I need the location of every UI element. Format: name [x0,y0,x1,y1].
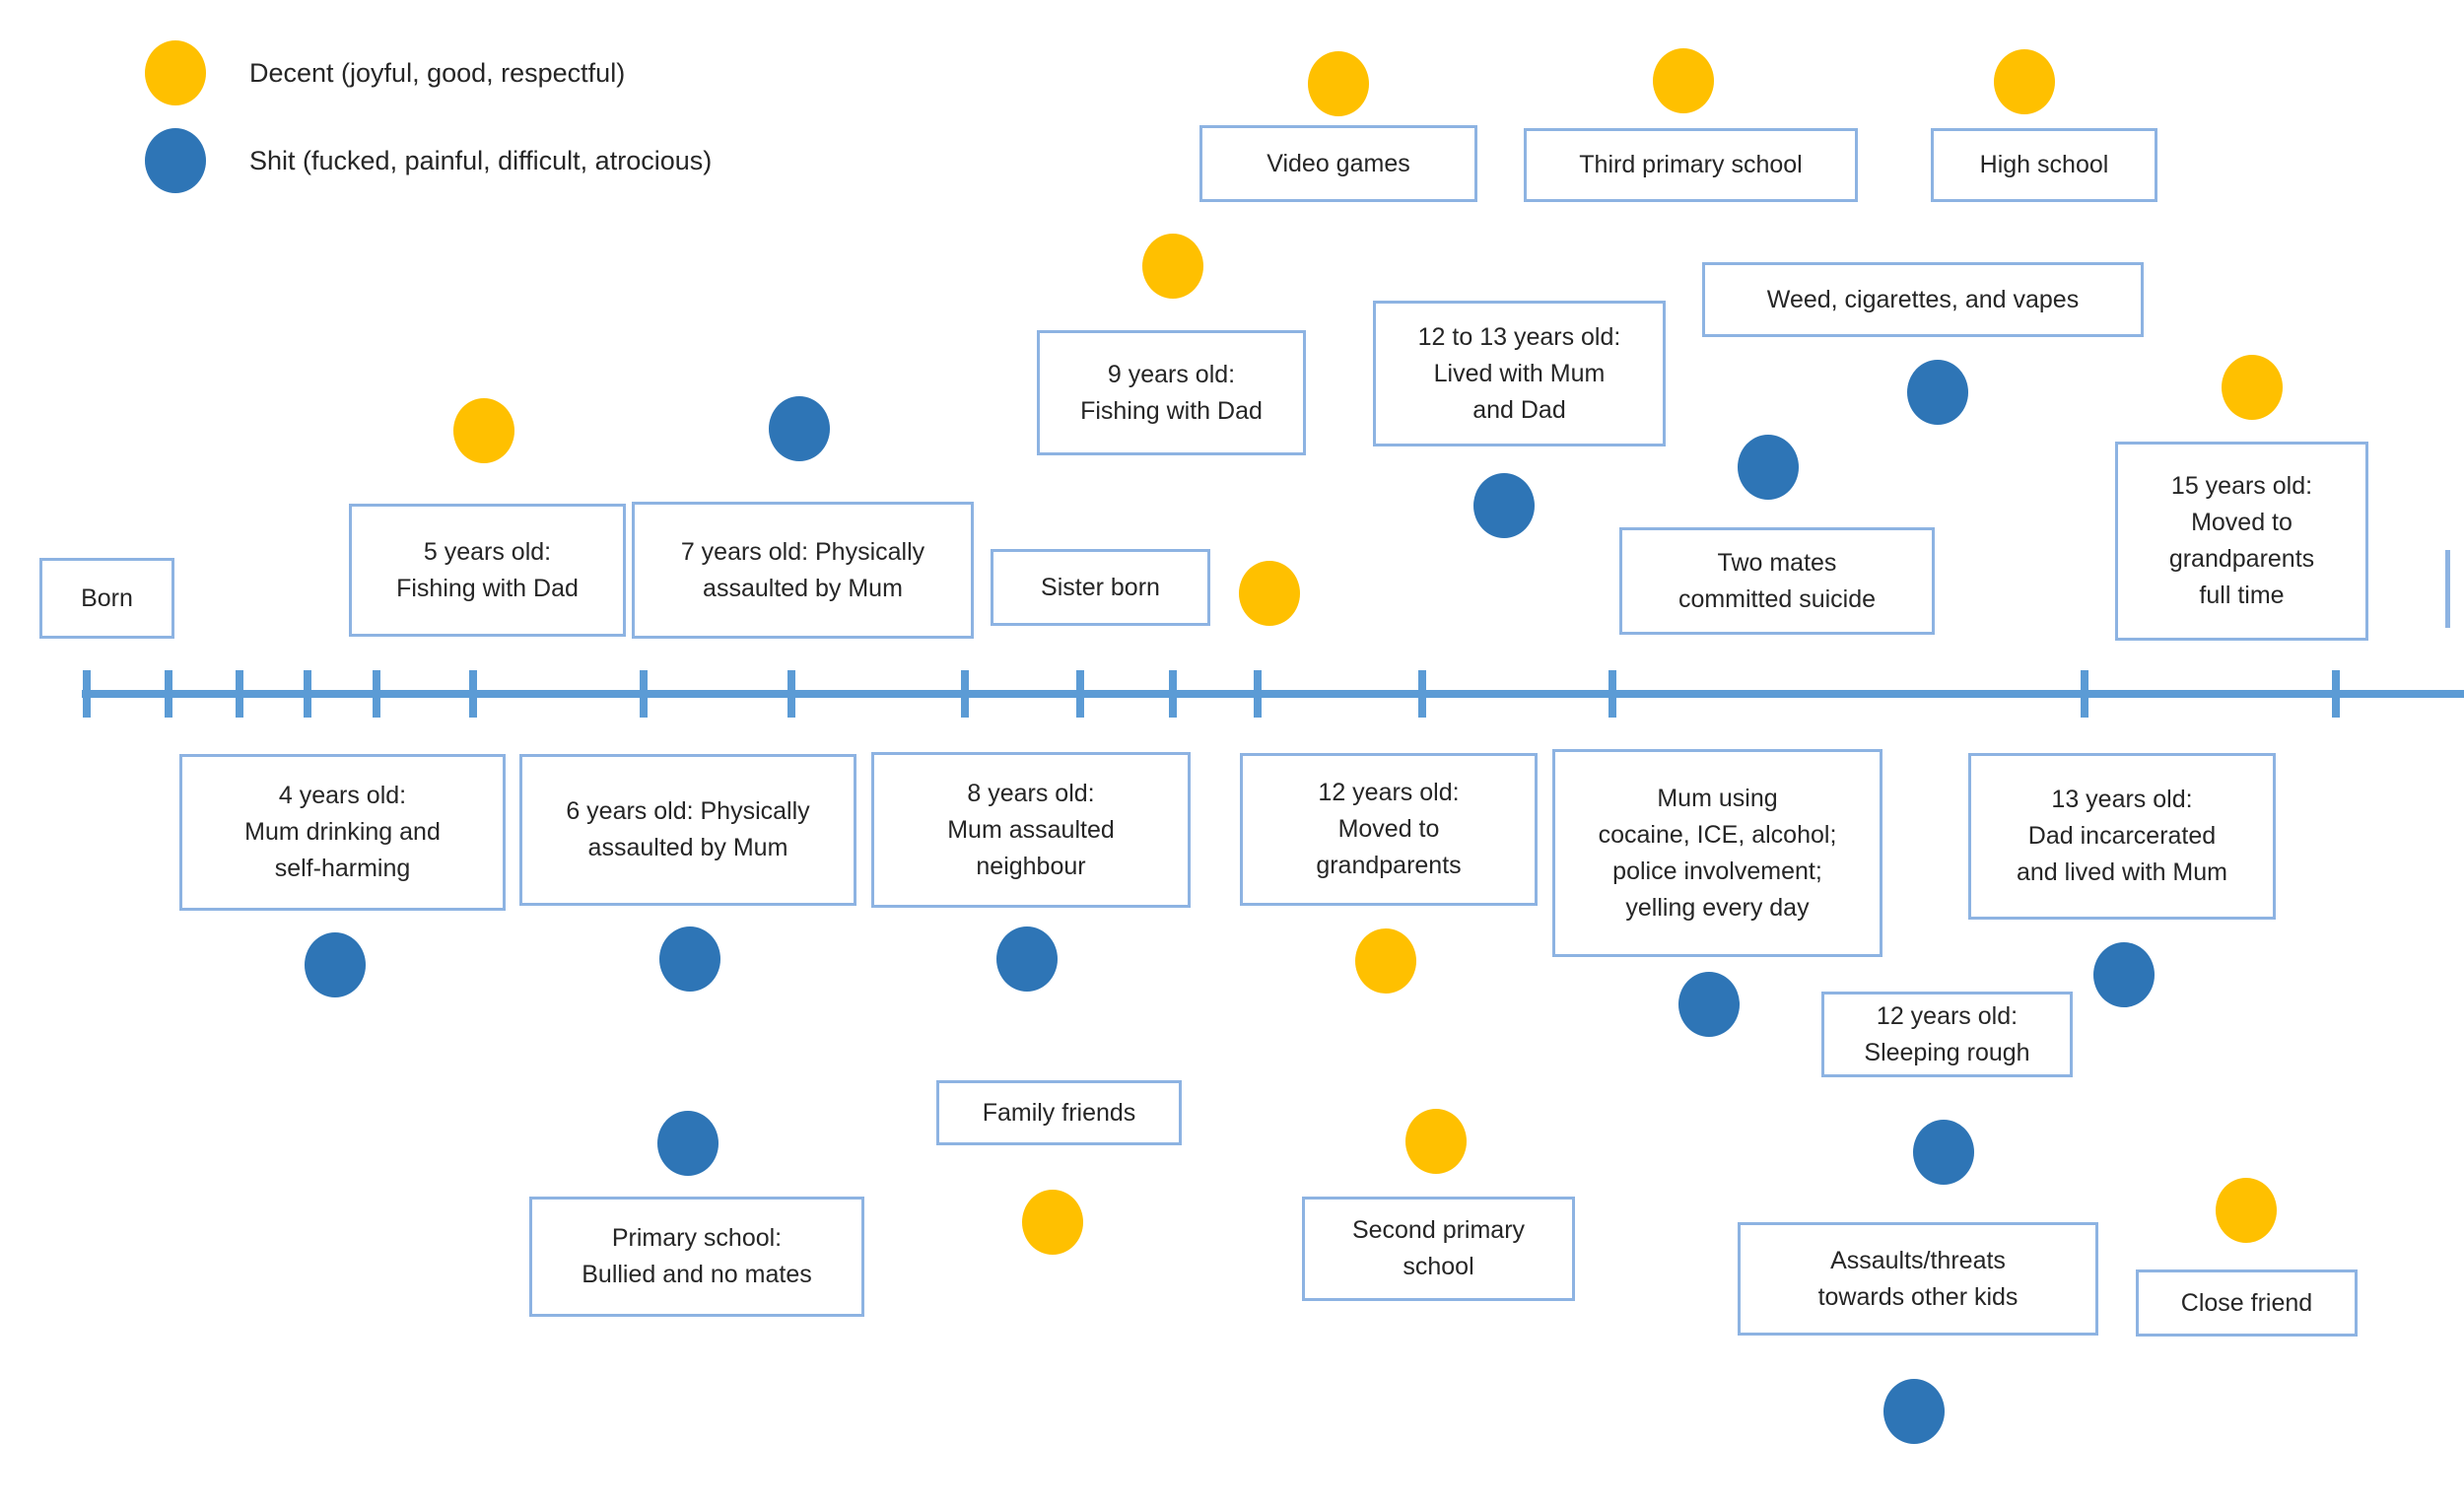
event-box-five-years: 5 years old: Fishing with Dad [349,504,626,637]
six-years-shit-dot [659,926,720,992]
close-friend-decent-dot [2216,1178,2277,1243]
event-box-primary-school: Primary school: Bullied and no mates [529,1197,864,1317]
timeline-axis [82,690,2464,698]
decent-dot-icon [145,40,206,105]
weed-shit-dot [1907,360,1968,425]
event-box-nine-years: 9 years old: Fishing with Dad [1037,330,1306,455]
axis-tick-1 [165,670,172,718]
legend-item-decent: Decent (joyful, good, respectful) [145,40,625,105]
second-primary-decent-dot [1405,1109,1467,1174]
primary-school-shit-dot [657,1111,719,1176]
axis-tick-10 [1169,670,1177,718]
axis-tick-3 [304,670,311,718]
event-box-fifteen-years: 15 years old: Moved to grandparents full… [2115,442,2368,641]
event-box-twelve-moved: 12 years old: Moved to grandparents [1240,753,1538,906]
axis-tick-5 [469,670,477,718]
event-box-six-years: 6 years old: Physically assaulted by Mum [519,754,856,906]
axis-tick-7 [787,670,795,718]
legend-item-shit: Shit (fucked, painful, difficult, atroci… [145,128,712,193]
shit-dot-icon [145,128,206,193]
sleeping-rough-shit-dot [1913,1120,1974,1185]
axis-tick-13 [1608,670,1616,718]
family-friends-decent-dot [1022,1190,1083,1255]
axis-tick-4 [373,670,380,718]
sister-born-decent-dot [1239,561,1300,626]
two-mates-shit-dot [1738,435,1799,500]
high-school-decent-dot [1994,49,2055,114]
axis-tick-11 [1254,670,1262,718]
axis-tick-15 [2332,670,2340,718]
event-box-assaults: Assaults/threats towards other kids [1738,1222,2098,1336]
thirteen-years-shit-dot [2093,942,2155,1007]
assaults-shit-dot [1883,1379,1945,1444]
axis-tick-6 [640,670,648,718]
axis-tick-2 [236,670,243,718]
event-box-twelve-thirteen: 12 to 13 years old: Lived with Mum and D… [1373,301,1666,446]
event-box-seven-years: 7 years old: Physically assaulted by Mum [632,502,974,639]
event-box-two-mates: Two mates committed suicide [1619,527,1935,635]
event-box-third-primary: Third primary school [1524,128,1858,202]
event-box-four-years: 4 years old: Mum drinking and self-harmi… [179,754,506,911]
event-box-sleeping-rough: 12 years old: Sleeping rough [1821,992,2073,1077]
five-years-decent-dot [453,398,514,463]
axis-tick-0 [83,670,91,718]
event-box-born: Born [39,558,174,639]
event-box-close-friend: Close friend [2136,1269,2358,1337]
eight-years-shit-dot [996,926,1058,992]
event-box-eight-years: 8 years old: Mum assaulted neighbour [871,752,1191,908]
third-primary-decent-dot [1653,48,1714,113]
nine-years-decent-dot [1142,234,1203,299]
legend-label-shit: Shit (fucked, painful, difficult, atroci… [249,145,713,175]
twelve-moved-decent-dot [1355,928,1416,994]
event-box-family-friends: Family friends [936,1080,1182,1145]
clipped-box-fragment [2445,550,2450,628]
event-box-high-school: High school [1931,128,2157,202]
event-box-weed: Weed, cigarettes, and vapes [1702,262,2144,337]
axis-tick-9 [1076,670,1084,718]
axis-tick-12 [1418,670,1426,718]
mum-using-shit-dot [1678,972,1740,1037]
event-box-thirteen-years: 13 years old: Dad incarcerated and lived… [1968,753,2276,920]
video-games-decent-dot [1308,51,1369,116]
event-box-sister-born: Sister born [991,549,1210,626]
event-box-mum-using: Mum using cocaine, ICE, alcohol; police … [1552,749,1882,957]
legend-label-decent: Decent (joyful, good, respectful) [249,57,626,88]
axis-tick-14 [2081,670,2088,718]
fifteen-years-decent-dot [2222,355,2283,420]
event-box-video-games: Video games [1199,125,1477,202]
seven-years-shit-dot [769,396,830,461]
axis-tick-8 [961,670,969,718]
event-box-second-primary: Second primary school [1302,1197,1575,1301]
four-years-shit-dot [305,932,366,997]
twelve-thirteen-shit-dot [1473,473,1535,538]
